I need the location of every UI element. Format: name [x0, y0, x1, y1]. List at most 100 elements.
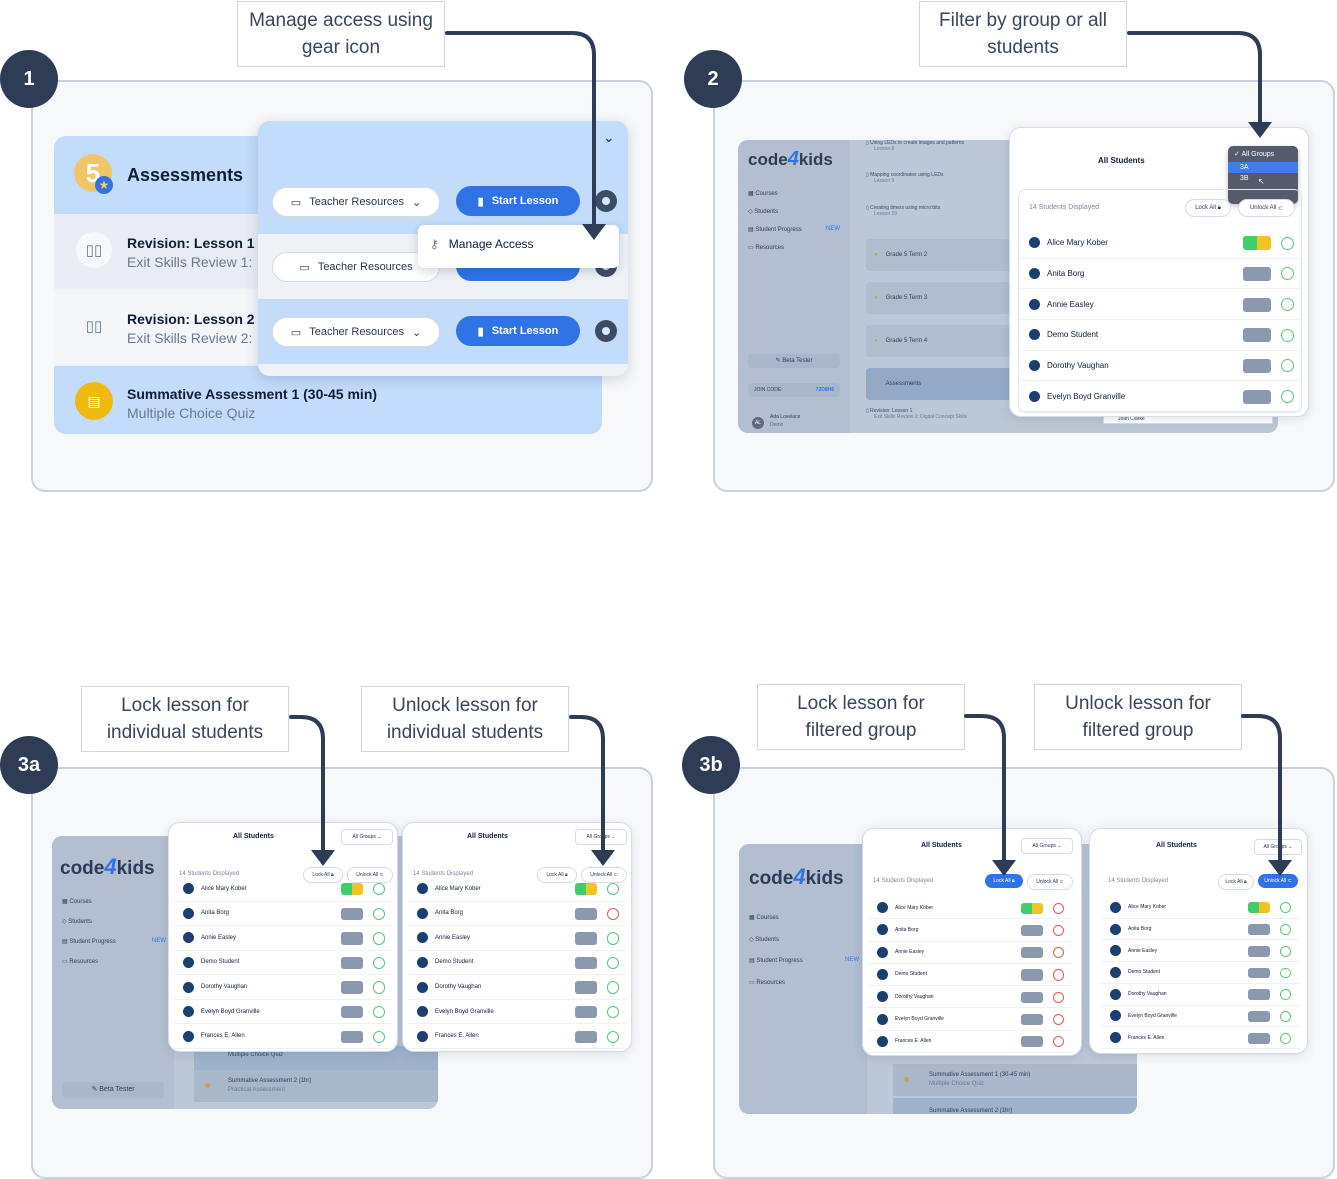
bottom-lesson-item[interactable]: Summative Assessment 2 (1hr): [893, 1098, 1137, 1114]
access-toggle[interactable]: [575, 907, 597, 920]
access-toggle[interactable]: [341, 956, 363, 970]
access-toggle[interactable]: [1248, 924, 1270, 935]
nav-courses[interactable]: ▦ Courses: [62, 899, 92, 905]
unlock-icon[interactable]: [1280, 902, 1291, 914]
lock-all-button[interactable]: Lock All 🔒︎: [985, 874, 1023, 888]
unlock-icon[interactable]: [1281, 236, 1294, 250]
group-select[interactable]: All Groups ⌄: [575, 829, 627, 845]
access-toggle[interactable]: [1248, 902, 1270, 914]
unlock-icon[interactable]: [373, 932, 386, 945]
nav-courses[interactable]: ▦ Courses: [748, 191, 778, 197]
lock-icon[interactable]: [1053, 1036, 1065, 1048]
unlock-all-button[interactable]: Unlock All ⊂: [1238, 199, 1295, 217]
unlock-all-button[interactable]: Unlock All ⊂: [1258, 874, 1298, 888]
lock-icon[interactable]: [1053, 947, 1065, 959]
access-toggle[interactable]: [341, 883, 363, 896]
nav-students[interactable]: ◇ Students: [62, 919, 92, 925]
start-lesson-button[interactable]: ▮Start Lesson: [456, 186, 580, 216]
unlock-icon[interactable]: [1281, 359, 1294, 373]
manage-access-item[interactable]: ⚷Manage Access: [430, 237, 534, 251]
unlock-icon[interactable]: [607, 932, 620, 945]
unlock-icon[interactable]: [1281, 328, 1294, 342]
access-toggle[interactable]: [575, 956, 597, 970]
unlock-all-button[interactable]: Unlock All ⊂: [581, 867, 627, 883]
dropdown-option[interactable]: ✓ All Groups: [1234, 151, 1275, 158]
bottom-lesson-item[interactable]: ● Summative Assessment 1 (30-45 min) Mul…: [893, 1064, 1137, 1096]
access-toggle[interactable]: [341, 981, 363, 994]
access-toggle[interactable]: [575, 932, 597, 945]
unlock-icon[interactable]: [373, 883, 386, 896]
unlock-icon[interactable]: [1280, 1010, 1291, 1022]
access-toggle[interactable]: [1243, 297, 1271, 312]
nav-resources[interactable]: ▭ Resources: [748, 245, 785, 251]
access-toggle[interactable]: [1248, 989, 1270, 1001]
lock-icon[interactable]: [1053, 991, 1065, 1003]
nav-resources[interactable]: ▭ Resources: [62, 959, 99, 965]
term-row[interactable]: ●Grade 5 Term 4: [866, 325, 1016, 357]
assessments-row[interactable]: ●Assessments: [866, 368, 1016, 400]
dropdown-option[interactable]: 3B: [1240, 175, 1249, 182]
nav-courses[interactable]: ▦ Courses: [749, 915, 779, 921]
group-select[interactable]: All Groups ⌄: [341, 829, 393, 845]
access-toggle[interactable]: [1243, 328, 1271, 343]
teacher-resources-button[interactable]: ▭Teacher Resources⌄: [272, 187, 440, 217]
nav-resources[interactable]: ▭ Resources: [749, 980, 786, 986]
unlock-icon[interactable]: [607, 1005, 620, 1019]
term-row[interactable]: ●Grade 5 Term 2: [866, 239, 1016, 271]
unlock-icon[interactable]: [607, 1030, 620, 1043]
lock-icon[interactable]: [1053, 1013, 1065, 1026]
nav-students[interactable]: ◇ Students: [749, 937, 779, 943]
access-toggle[interactable]: [575, 981, 597, 994]
unlock-icon[interactable]: [373, 956, 386, 970]
access-toggle[interactable]: [1248, 967, 1270, 979]
access-toggle[interactable]: [1248, 945, 1270, 957]
lock-icon[interactable]: [607, 907, 620, 920]
group-dropdown[interactable]: ✓ All Groups 3A 3B ↖: [1228, 146, 1298, 204]
access-toggle[interactable]: [1021, 969, 1043, 981]
bottom-lesson-item[interactable]: ● Summative Assessment 2 (1hr) Practical…: [194, 1070, 438, 1102]
access-toggle[interactable]: [1021, 1013, 1043, 1026]
unlock-icon[interactable]: [1281, 298, 1294, 312]
gear-icon[interactable]: [595, 320, 617, 342]
unlock-all-button[interactable]: Unlock All ⊂: [1027, 874, 1073, 890]
access-toggle[interactable]: [1243, 389, 1271, 404]
unlock-icon[interactable]: [607, 981, 620, 994]
access-toggle[interactable]: [1243, 266, 1271, 281]
term-row[interactable]: ●Grade 5 Term 3: [866, 282, 1016, 314]
access-toggle[interactable]: [341, 1005, 363, 1019]
unlock-all-button[interactable]: Unlock All ⊂: [347, 867, 393, 883]
access-toggle[interactable]: [341, 1030, 363, 1043]
access-toggle[interactable]: [1243, 358, 1271, 373]
access-toggle[interactable]: [1021, 924, 1043, 936]
unlock-icon[interactable]: [1280, 924, 1291, 935]
unlock-icon[interactable]: [1281, 390, 1294, 404]
access-toggle[interactable]: [575, 883, 597, 896]
unlock-icon[interactable]: [373, 1005, 386, 1019]
lock-all-button[interactable]: Lock All 🔒︎: [303, 867, 343, 883]
access-toggle[interactable]: [1021, 902, 1043, 914]
unlock-icon[interactable]: [1280, 989, 1291, 1001]
teacher-resources-button[interactable]: ▭Teacher Resources: [272, 252, 440, 282]
unlock-icon[interactable]: [373, 1030, 386, 1043]
lock-all-button[interactable]: Lock All 🔒︎: [1185, 199, 1231, 217]
group-select[interactable]: All Groups ⌄: [1021, 838, 1073, 854]
access-toggle[interactable]: [1243, 236, 1271, 251]
access-toggle[interactable]: [1021, 947, 1043, 959]
access-toggle[interactable]: [341, 907, 363, 920]
access-toggle[interactable]: [1248, 1032, 1270, 1044]
unlock-icon[interactable]: [607, 883, 620, 896]
unlock-icon[interactable]: [1281, 267, 1294, 281]
lock-icon[interactable]: [1053, 969, 1065, 981]
lock-all-button[interactable]: Lock All 🔒︎: [1218, 874, 1254, 890]
group-select[interactable]: All Groups ⌄: [1254, 839, 1302, 855]
access-toggle[interactable]: [575, 1005, 597, 1019]
access-toggle[interactable]: [1248, 1010, 1270, 1022]
nav-students[interactable]: ◇ Students: [748, 209, 778, 215]
access-toggle[interactable]: [1021, 991, 1043, 1003]
start-lesson-button[interactable]: ▮Start Lesson: [456, 316, 580, 346]
